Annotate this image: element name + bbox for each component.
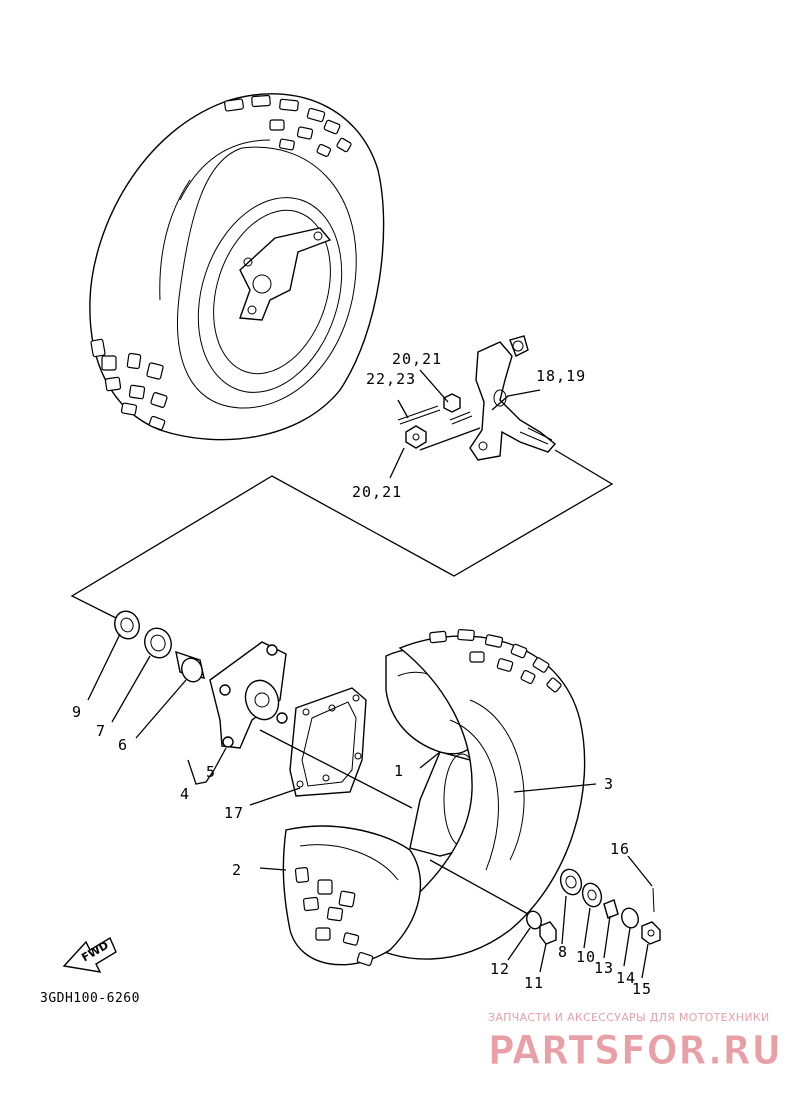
callout-13: 13: [594, 959, 614, 977]
forward-arrow-icon: FWD: [62, 936, 117, 973]
callout-20-21-bottom: 20,21: [352, 483, 402, 501]
callout-18-19: 18,19: [536, 367, 586, 385]
watermark-tagline: ЗАПЧАСТИ И АКСЕССУАРЫ ДЛЯ МОТОТЕХНИКИ: [488, 1011, 770, 1024]
callout-3: 3: [604, 775, 614, 793]
callout-11: 11: [524, 974, 544, 992]
assembled-wheel-illustration: [89, 93, 385, 441]
callout-16: 16: [610, 840, 630, 858]
steering-knuckle-illustration: [389, 335, 557, 479]
assembly-guide-lines: [70, 449, 614, 621]
callout-8: 8: [558, 943, 568, 961]
callout-15: 15: [632, 980, 652, 998]
watermark-brand: PARTSFOR.RU: [488, 1028, 782, 1074]
callout-10: 10: [576, 948, 596, 966]
callout-14: 14: [616, 969, 636, 987]
callout-22-23: 22,23: [366, 370, 416, 388]
callout-17: 17: [224, 804, 244, 822]
callout-1: 1: [394, 762, 404, 780]
callout-20-21-top: 20,21: [392, 350, 442, 368]
callout-7: 7: [96, 722, 106, 740]
callout-12: 12: [490, 960, 510, 978]
callout-6: 6: [118, 736, 128, 754]
callout-2: 2: [232, 861, 242, 879]
callout-9: 9: [72, 703, 82, 721]
callout-4: 4: [180, 785, 190, 803]
hub-parts-illustration: [87, 610, 413, 809]
exploded-wheel-illustration: [259, 628, 661, 979]
callout-5: 5: [206, 763, 216, 781]
diagram-code: 3GDH100-6260: [40, 991, 140, 1006]
callout-labels: 1 2 3 4 5 6 7 8 9 10 11 12 13 14 15 16 1…: [72, 350, 652, 998]
watermark: ЗАПЧАСТИ И АКСЕССУАРЫ ДЛЯ МОТОТЕХНИКИ PA…: [488, 1011, 782, 1075]
